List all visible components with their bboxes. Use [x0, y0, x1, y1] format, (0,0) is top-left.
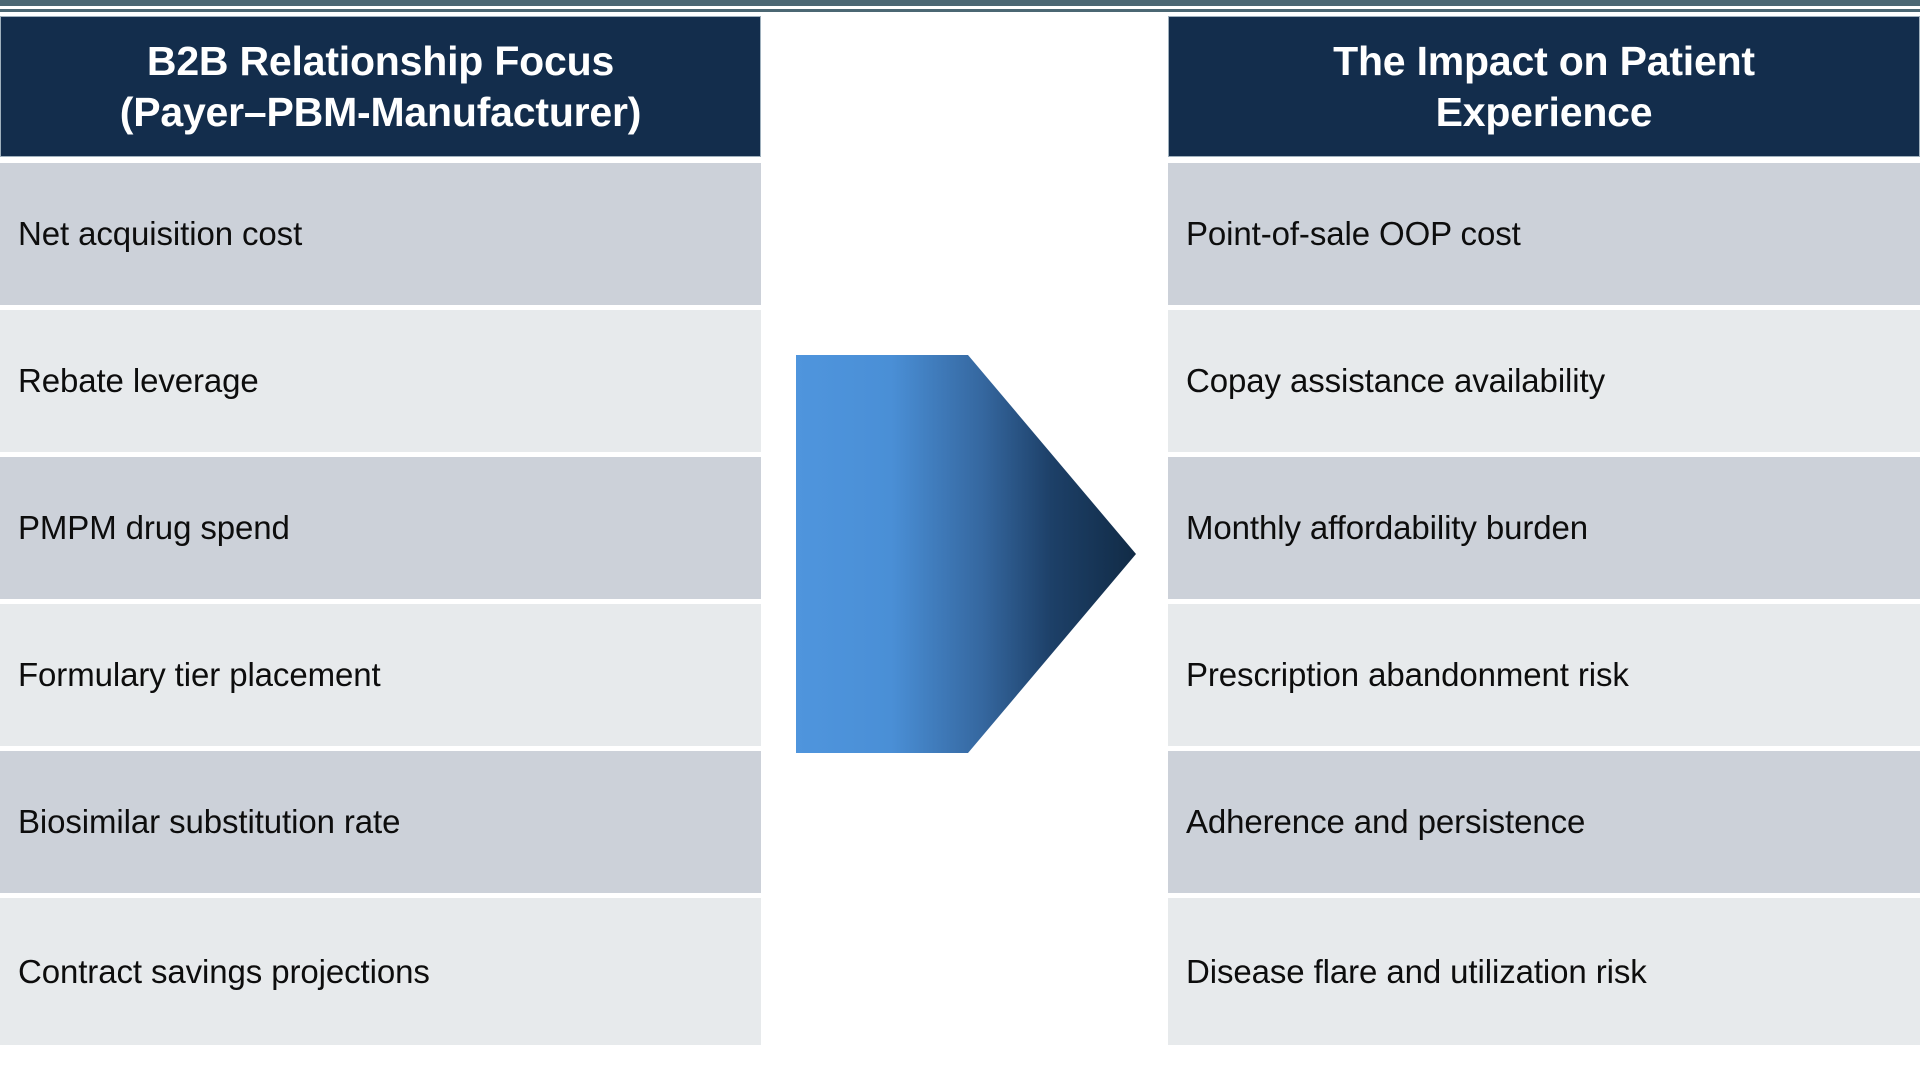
left-header-line-1: B2B Relationship Focus — [146, 38, 615, 85]
right-column-header: The Impact on Patient Experience — [1168, 16, 1920, 157]
list-item: Formulary tier placement — [0, 604, 761, 751]
top-accent-rule-thin — [0, 9, 1920, 12]
left-column: B2B Relationship Focus (Payer–PBM-Manufa… — [0, 16, 761, 1045]
list-item: Contract savings projections — [0, 898, 761, 1045]
list-item: Copay assistance availability — [1168, 310, 1920, 457]
list-item: Net acquisition cost — [0, 163, 761, 310]
right-column-rows: Point-of-sale OOP cost Copay assistance … — [1168, 163, 1920, 1045]
right-arrow-icon — [796, 355, 1136, 753]
transition-arrow — [796, 355, 1136, 753]
left-header-line-2: (Payer–PBM-Manufacturer) — [119, 88, 642, 135]
list-item: Adherence and persistence — [1168, 751, 1920, 898]
right-header-line-1: The Impact on Patient — [1333, 38, 1755, 85]
list-item: Point-of-sale OOP cost — [1168, 163, 1920, 310]
right-header-line-2: Experience — [1435, 88, 1653, 135]
list-item: Prescription abandonment risk — [1168, 604, 1920, 751]
list-item: Rebate leverage — [0, 310, 761, 457]
left-column-header: B2B Relationship Focus (Payer–PBM-Manufa… — [0, 16, 761, 157]
right-column: The Impact on Patient Experience Point-o… — [1168, 16, 1920, 1045]
list-item: Biosimilar substitution rate — [0, 751, 761, 898]
list-item: Disease flare and utilization risk — [1168, 898, 1920, 1045]
top-accent-rule — [0, 0, 1920, 6]
list-item: Monthly affordability burden — [1168, 457, 1920, 604]
left-column-rows: Net acquisition cost Rebate leverage PMP… — [0, 163, 761, 1045]
list-item: PMPM drug spend — [0, 457, 761, 604]
